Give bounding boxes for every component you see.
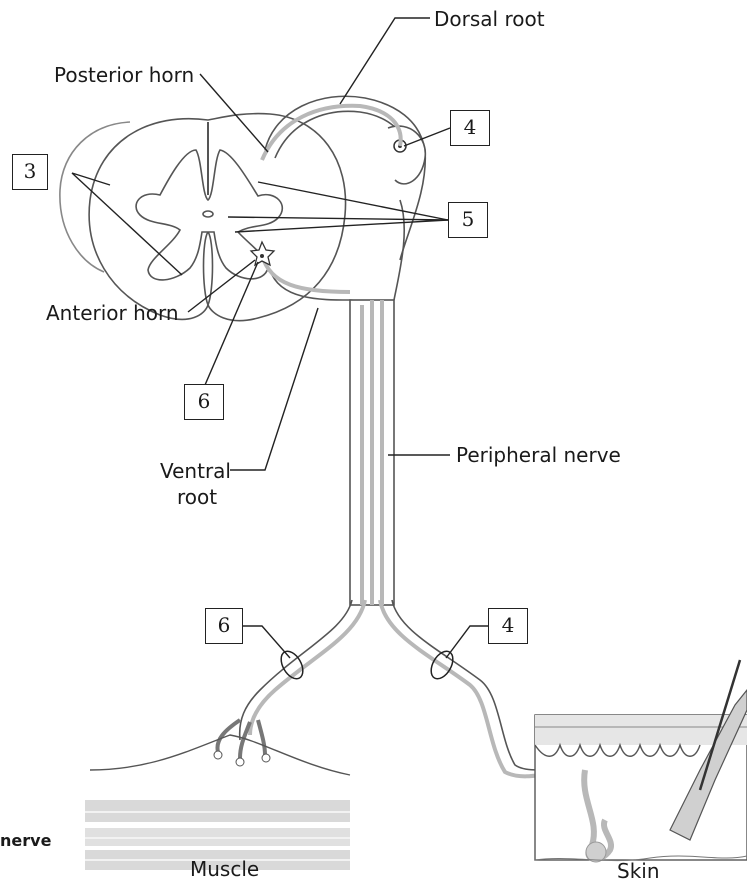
leader-6-top [205, 262, 258, 385]
callout-box-3: 3 [12, 154, 48, 190]
ventral-root [251, 242, 362, 315]
muscle-branch-fiber [250, 600, 365, 735]
leader-dorsal-root [340, 18, 430, 104]
muscle-branch-outline [240, 600, 352, 740]
label-skin: Skin [617, 860, 660, 882]
motor-endplates [217, 720, 265, 758]
callout-box-6-bottom: 6 [205, 608, 243, 644]
label-peripheral-nerve: Peripheral nerve [456, 444, 621, 466]
callout-box-6-left: 6 [184, 384, 224, 420]
label-cut-caption: nerve [0, 830, 51, 852]
callout-box-5: 5 [448, 202, 488, 238]
label-ventral-root-line2: root [177, 486, 217, 508]
peripheral-nerve [350, 200, 404, 605]
sensory-fiber [262, 106, 401, 160]
leader-anterior-horn [188, 260, 255, 312]
callout-box-4-bottom: 4 [488, 608, 528, 644]
motor-fiber [262, 255, 350, 292]
label-anterior-horn: Anterior horn [46, 302, 179, 324]
endplate-1 [214, 751, 222, 759]
label-muscle: Muscle [190, 858, 259, 880]
sweat-gland-coil [586, 842, 606, 862]
leader-4-bottom [446, 626, 488, 658]
motor-neuron-nucleus [260, 254, 264, 258]
label-ventral-root-line1: Ventral [160, 460, 231, 482]
label-dorsal-root: Dorsal root [434, 8, 545, 30]
skin-tissue [535, 660, 747, 862]
endplate-2 [236, 758, 244, 766]
leader-lines [72, 18, 488, 658]
nerve-upper-join [394, 200, 404, 300]
leader-ventral-root [230, 308, 318, 470]
callout-box-4-top: 4 [450, 110, 490, 146]
endplate-3 [262, 754, 270, 762]
label-posterior-horn: Posterior horn [54, 64, 194, 86]
